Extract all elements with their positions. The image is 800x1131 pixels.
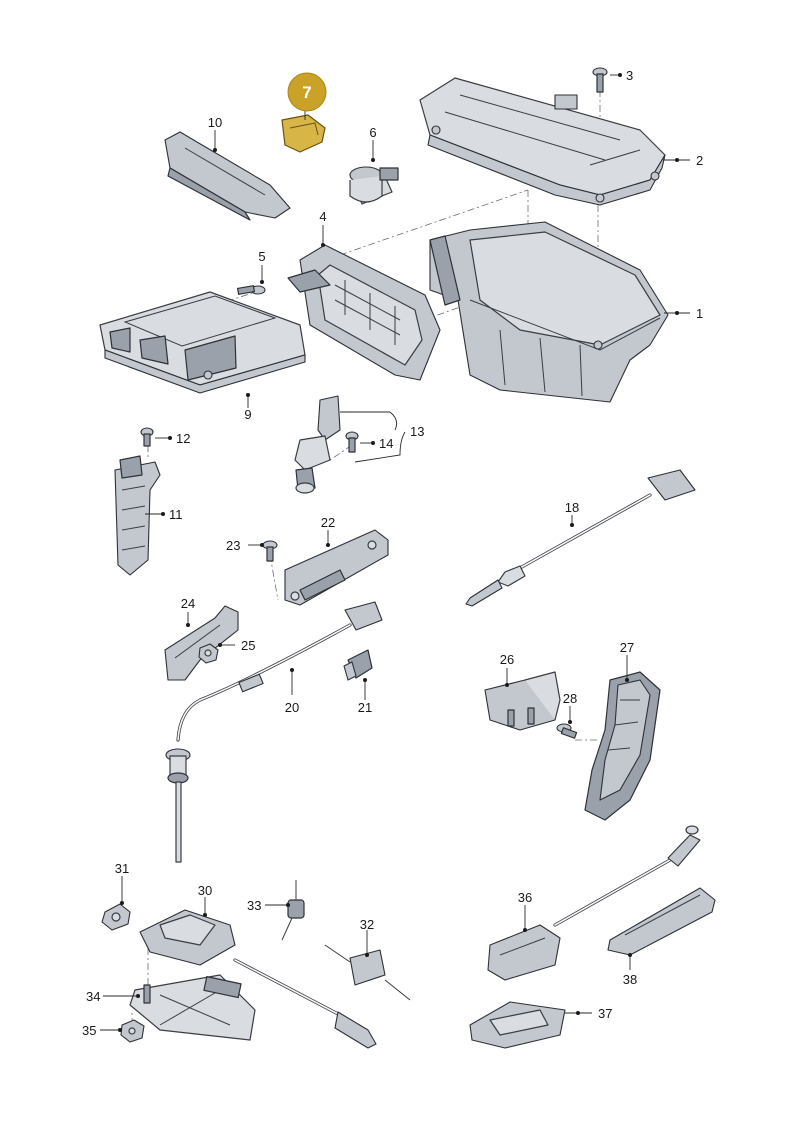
screw-12 (140, 427, 154, 447)
part-24-bracket (164, 605, 239, 681)
callout-labels: 3 2 1 10 6 4 5 9 12 13 14 11 18 22 23 24… (82, 68, 703, 1038)
callout-label-22[interactable]: 22 (321, 515, 335, 530)
part-38-bracket (607, 887, 716, 956)
callout-label-14[interactable]: 14 (379, 436, 393, 451)
callout-label-9[interactable]: 9 (244, 407, 251, 422)
leader-dots (118, 73, 679, 1032)
air-filter-lid (419, 77, 666, 206)
callout-label-20[interactable]: 20 (285, 700, 299, 715)
callout-label-35[interactable]: 35 (82, 1023, 96, 1038)
air-filter-housing (429, 221, 669, 403)
callout-label-3[interactable]: 3 (626, 68, 633, 83)
screw-28 (556, 723, 578, 739)
callout-label-23[interactable]: 23 (226, 538, 240, 553)
callout-label-1[interactable]: 1 (696, 306, 703, 321)
callout-label-21[interactable]: 21 (358, 700, 372, 715)
callout-label-2[interactable]: 2 (696, 153, 703, 168)
part-34-shield (129, 974, 256, 1041)
callout-label-28[interactable]: 28 (563, 691, 577, 706)
callout-label-30[interactable]: 30 (198, 883, 212, 898)
callout-label-24[interactable]: 24 (181, 596, 195, 611)
callout-label-4[interactable]: 4 (319, 209, 326, 224)
callout-label-34[interactable]: 34 (86, 989, 100, 1004)
callout-label-26[interactable]: 26 (500, 652, 514, 667)
part-4-frame (287, 244, 441, 381)
callout-label-5[interactable]: 5 (258, 249, 265, 264)
part-13-sensor (294, 395, 341, 494)
callout-label-38[interactable]: 38 (623, 972, 637, 987)
part-7-bracket (281, 114, 326, 153)
callout-label-13[interactable]: 13 (410, 424, 424, 439)
part-21-clip (343, 649, 373, 681)
callout-label-25[interactable]: 25 (241, 638, 255, 653)
callout-label-11[interactable]: 11 (169, 507, 183, 522)
callout-7-highlight[interactable]: 7 (287, 72, 327, 112)
callout-label-33[interactable]: 33 (247, 898, 261, 913)
part-32-sensor (324, 944, 411, 1001)
callout-label-10[interactable]: 10 (208, 115, 222, 130)
callout-label-27[interactable]: 27 (620, 640, 634, 655)
part-27-bracket (584, 671, 661, 821)
part-36-sensor (487, 825, 701, 981)
highlight-badge (287, 72, 327, 112)
callout-label-6[interactable]: 6 (369, 125, 376, 140)
part-18-oxygen-sensor (465, 469, 696, 607)
callout-label-36[interactable]: 36 (518, 890, 532, 905)
nut-35 (120, 1019, 145, 1043)
screw-5 (237, 285, 266, 295)
leader-lines (100, 74, 690, 1031)
screw-23 (262, 540, 278, 562)
callout-label-32[interactable]: 32 (360, 917, 374, 932)
nut-25 (198, 643, 219, 664)
part-37-module (469, 1001, 566, 1049)
part-31-clip (101, 903, 131, 931)
part-30-unit (139, 909, 377, 1049)
callout-label-7: 7 (302, 83, 311, 102)
callout-label-12[interactable]: 12 (176, 431, 190, 446)
part-11-sensor (114, 455, 161, 576)
part-6-cylinder (349, 166, 399, 205)
callout-label-18[interactable]: 18 (565, 500, 579, 515)
part-9-ecu (99, 291, 306, 394)
callout-label-37[interactable]: 37 (598, 1006, 612, 1021)
part-22-bracket (284, 529, 389, 606)
part-10-bracket (164, 131, 291, 221)
screw-3 (592, 67, 608, 93)
screw-14 (345, 431, 359, 453)
part-26-pressure-sensor (484, 671, 561, 731)
part-20-temp-sensor (165, 601, 383, 863)
callout-label-31[interactable]: 31 (115, 861, 129, 876)
part-33-sensor (281, 880, 305, 941)
